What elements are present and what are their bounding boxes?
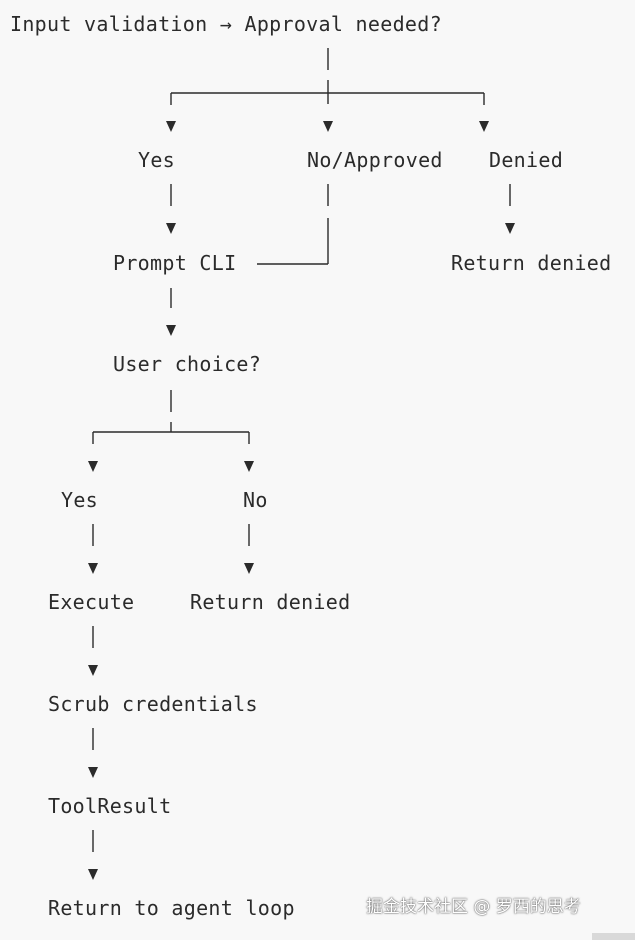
arrowhead <box>88 767 98 778</box>
branch-denied-label: Denied <box>489 148 564 172</box>
return-denied-node: Return denied <box>451 251 612 275</box>
arrowhead <box>244 461 254 472</box>
arrowhead <box>88 869 98 880</box>
arrowhead <box>166 121 176 132</box>
arrowhead <box>88 461 98 472</box>
return-denied-node: Return denied <box>190 590 351 614</box>
tool-result-node: ToolResult <box>48 794 172 818</box>
branch-no-approved-label: No/Approved <box>307 148 443 172</box>
scrub-credentials-node: Scrub credentials <box>48 692 258 716</box>
execute-node: Execute <box>48 590 135 614</box>
arrowhead <box>88 665 98 676</box>
choice-yes-label: Yes <box>61 488 99 512</box>
arrowhead <box>166 325 176 336</box>
edge-fragment <box>592 933 635 940</box>
watermark: 掘金技术社区 @ 罗西的思考 <box>366 897 581 917</box>
return-to-agent-loop-node: Return to agent loop <box>48 896 295 920</box>
arrowhead <box>88 563 98 574</box>
arrowhead <box>166 223 176 234</box>
arrowhead <box>323 121 333 132</box>
prompt-cli-node: Prompt CLI <box>113 251 237 275</box>
arrowhead <box>244 563 254 574</box>
arrowhead <box>505 223 515 234</box>
arrowhead <box>479 121 489 132</box>
choice-no-label: No <box>243 488 268 512</box>
branch-yes-label: Yes <box>138 148 176 172</box>
user-choice-node: User choice? <box>113 352 262 376</box>
root-node: Input validation → Approval needed? <box>10 12 442 36</box>
